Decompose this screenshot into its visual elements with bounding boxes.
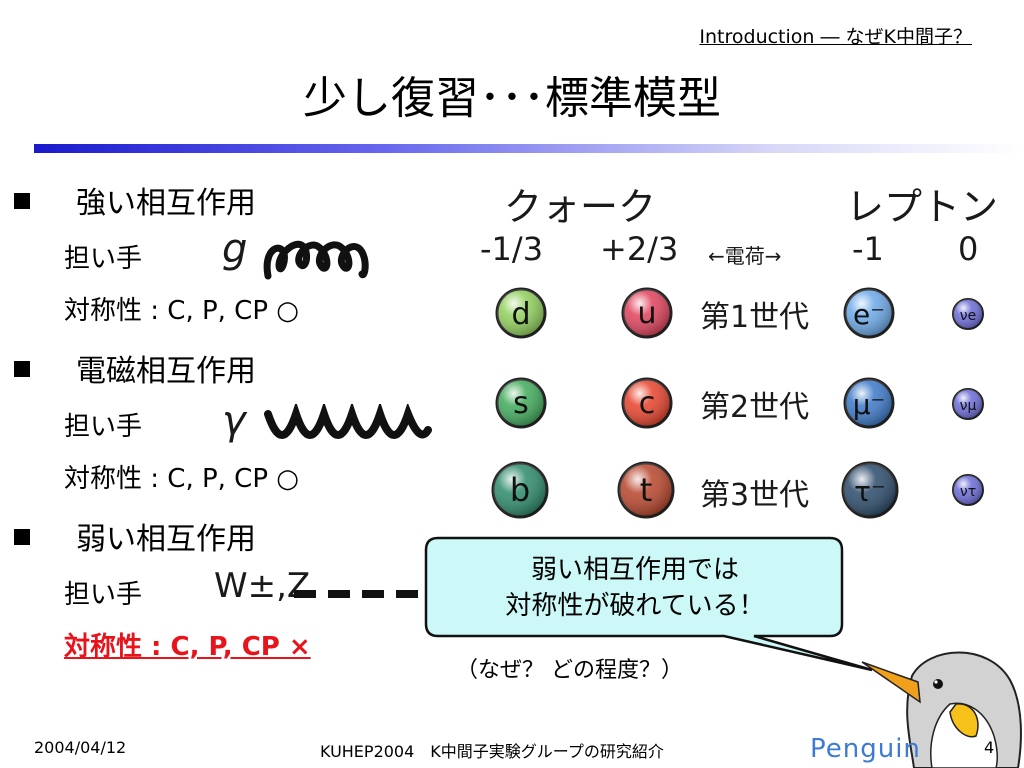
title-rule <box>34 144 1024 153</box>
bullet-strong: 強い相互作用 <box>14 178 256 222</box>
callout-line-2: 対称性が破れている！ <box>505 591 765 621</box>
strong-carrier-label: 担い手 <box>64 244 143 274</box>
lepton-mu-ball: μ⁻ <box>843 377 895 429</box>
quark-header: クォーク <box>504 185 657 229</box>
gluon-symbol: g <box>222 226 248 272</box>
header-link[interactable]: Introduction ― なぜK中間子？ <box>699 26 972 48</box>
bullet-square-icon <box>14 361 30 377</box>
penguin-label: Penguin <box>810 734 921 764</box>
bullet-square-icon <box>14 193 30 209</box>
bullet-em: 電磁相互作用 <box>14 346 256 390</box>
lepton-mu-label: μ⁻ <box>853 388 886 421</box>
quark-u-label: u <box>637 296 656 331</box>
generation-1-label: 第1世代 <box>700 300 810 335</box>
quark-b-ball: b <box>491 461 549 519</box>
bullet-square-icon <box>14 529 30 545</box>
callout-line-1: 弱い相互作用では <box>530 555 739 585</box>
page-number: 4 <box>984 738 995 757</box>
note-text: （なぜ？ どの程度？） <box>456 658 683 683</box>
penguin-icon <box>861 651 1022 768</box>
photon-wave-icon <box>264 404 432 439</box>
quark-c-ball: c <box>621 377 673 429</box>
gluon-spring-icon <box>263 240 369 280</box>
weak-boson-symbol: W±,Z <box>214 566 311 606</box>
em-carrier-label: 担い手 <box>64 412 143 442</box>
weak-carrier-label: 担い手 <box>64 580 143 610</box>
charge-neutrino: 0 <box>958 230 979 268</box>
quark-s-label: s <box>513 386 529 421</box>
quark-t-ball: t <box>617 461 675 519</box>
neutrino-tau-label: ντ <box>960 484 976 500</box>
charge-lepton: -1 <box>852 230 884 268</box>
lepton-tau-ball: τ⁻ <box>841 461 899 519</box>
em-symmetry: 対称性 : C, P, CP ○ <box>64 464 299 494</box>
generation-3-label: 第3世代 <box>700 478 810 513</box>
lepton-tau-label: τ⁻ <box>854 475 886 508</box>
neutrino-mu-label: νμ <box>960 398 977 414</box>
bullet-em-title: 電磁相互作用 <box>76 354 256 389</box>
footer-center: KUHEP2004 K中間子実験グループの研究紹介 <box>320 742 664 761</box>
slide-title: 少し復習･･･標準模型 <box>303 73 721 124</box>
quark-d-ball: d <box>495 287 547 339</box>
quark-c-label: c <box>639 386 656 421</box>
neutrino-e-ball: νe <box>952 298 984 330</box>
quark-u-ball: u <box>621 287 673 339</box>
neutrino-e-label: νe <box>960 308 976 324</box>
weak-dashed-line-icon <box>294 590 430 598</box>
charge-up: +2/3 <box>600 230 679 268</box>
charge-label: ←電荷→ <box>708 244 782 268</box>
strong-symmetry: 対称性 : C, P, CP ○ <box>64 296 299 326</box>
charge-down: -1/3 <box>480 230 544 268</box>
quark-d-label: d <box>511 297 530 332</box>
lepton-e-ball: e⁻ <box>843 287 895 339</box>
neutrino-mu-ball: νμ <box>952 388 984 420</box>
bullet-strong-title: 強い相互作用 <box>76 186 256 221</box>
neutrino-tau-ball: ντ <box>952 474 984 506</box>
callout-bubble <box>424 536 873 672</box>
quark-b-label: b <box>510 471 530 509</box>
quark-s-ball: s <box>495 377 547 429</box>
generation-2-label: 第2世代 <box>700 390 810 425</box>
bullet-weak-title: 弱い相互作用 <box>76 522 256 557</box>
footer-date: 2004/04/12 <box>34 738 127 757</box>
lepton-header: レプトン <box>846 185 999 229</box>
quark-t-label: t <box>640 471 653 509</box>
callout-text: 弱い相互作用では 対称性が破れている！ <box>428 552 842 624</box>
photon-symbol: γ <box>222 398 246 444</box>
lepton-e-label: e⁻ <box>853 298 885 331</box>
bullet-weak: 弱い相互作用 <box>14 514 256 558</box>
weak-symmetry: 対称性 : C, P, CP × <box>64 632 311 662</box>
